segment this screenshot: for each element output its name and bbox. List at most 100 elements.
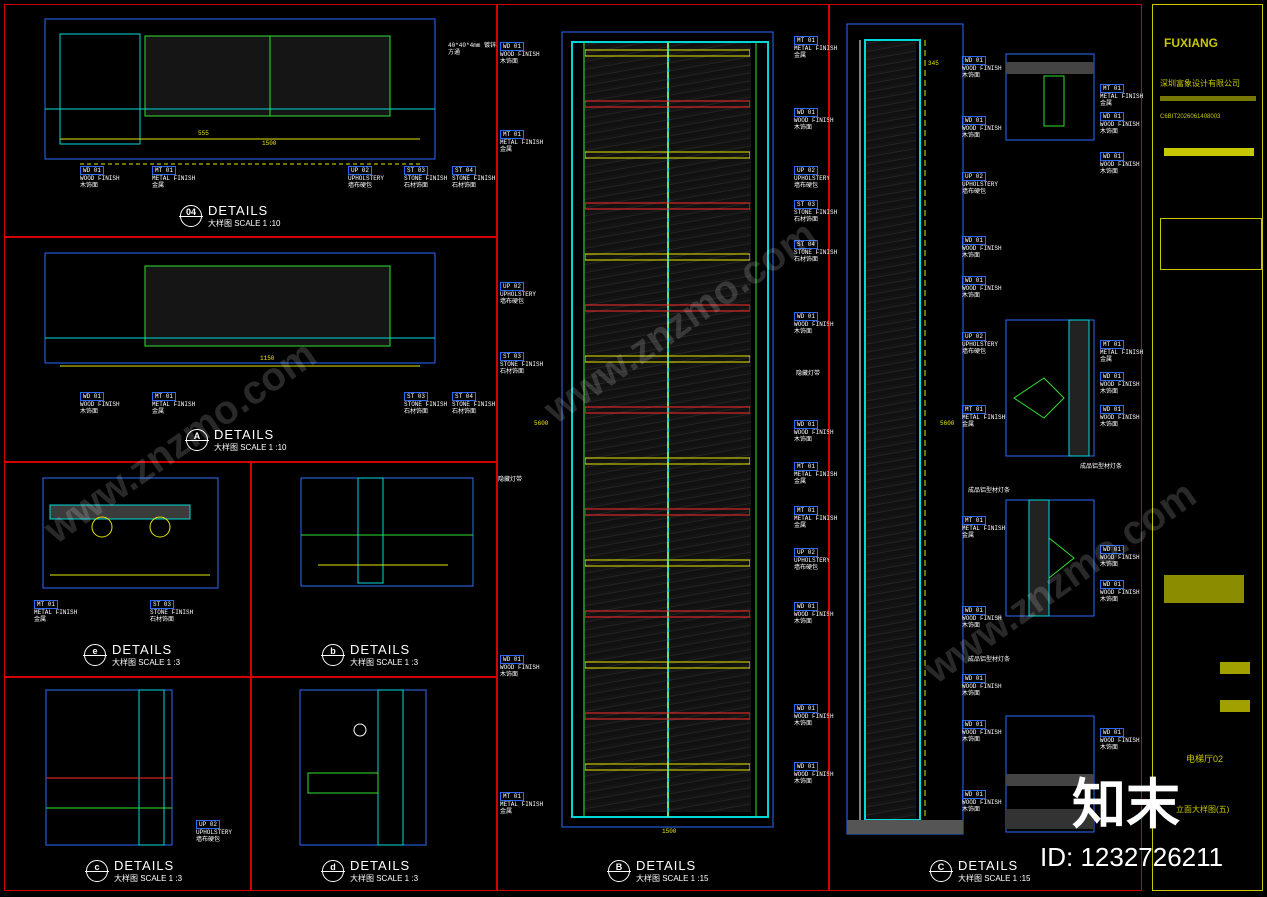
panel-A-badge: A	[185, 429, 209, 451]
panel-C-scale: 大样图 SCALE 1 :15	[958, 874, 1031, 883]
inset-detail-3	[1005, 499, 1095, 617]
rib-line	[585, 202, 750, 210]
company-name: 深圳富象设计有限公司	[1160, 79, 1240, 88]
panel-c-title: c DETAILS 大样图 SCALE 1 :3	[85, 858, 183, 884]
panel-b-scale: 大样图 SCALE 1 :3	[350, 658, 419, 667]
drawing-subtitle: 立面大样图(五)	[1176, 805, 1230, 814]
panel-A-scale: 大样图 SCALE 1 :10	[214, 443, 287, 452]
rib-line	[585, 253, 750, 261]
rib-lines-B	[585, 49, 750, 771]
title-block-stripe	[1160, 96, 1256, 101]
rib-line	[585, 661, 750, 669]
note-hidden-light-right: 隐藏灯带	[796, 370, 821, 377]
panel-b-heading: DETAILS	[350, 642, 411, 657]
rib-line	[585, 508, 750, 516]
panel-d	[251, 677, 497, 891]
panel-e-title: e DETAILS 大样图 SCALE 1 :3	[83, 642, 181, 668]
rib-line	[585, 355, 750, 363]
drawing-name: 电梯厅02	[1186, 754, 1224, 764]
note-hidden-light: 隐藏灯带	[498, 476, 523, 483]
dim-B-5600: 5600	[534, 420, 549, 427]
panel-04-heading: DETAILS	[208, 203, 269, 218]
note-aluminium-light-1: 成品铝型材灯条	[968, 487, 1011, 494]
panel-04-badge: 04	[179, 205, 203, 227]
rib-line	[585, 559, 750, 567]
dim-555: 555	[198, 130, 209, 137]
title-block-field-1	[1164, 148, 1254, 156]
panel-c	[4, 677, 251, 891]
panel-d-badge: d	[321, 860, 345, 882]
dim-B-1500: 1500	[662, 828, 677, 835]
panel-c-badge: c	[85, 860, 109, 882]
watermark-id: ID: 1232726211	[1040, 842, 1224, 872]
panel-d-title: d DETAILS 大样图 SCALE 1 :3	[321, 858, 418, 884]
inset-detail-2	[1005, 319, 1095, 457]
panel-B-badge: B	[607, 860, 631, 882]
panel-b-title: b DETAILS 大样图 SCALE 1 :3	[321, 642, 419, 668]
title-block	[1152, 4, 1263, 891]
section-drawing-A	[44, 252, 436, 367]
note-square-tube: 40*40*4mm 镀锌方通	[448, 42, 497, 56]
panel-04-scale: 大样图 SCALE 1 :10	[208, 219, 281, 228]
section-drawing-b	[300, 477, 474, 587]
title-block-field-2	[1160, 218, 1262, 270]
panel-c-heading: DETAILS	[114, 858, 175, 873]
panel-04	[4, 4, 497, 237]
panel-A-heading: DETAILS	[214, 427, 275, 442]
rib-line	[585, 763, 750, 771]
panel-B-title: B DETAILS 大样图 SCALE 1 :15	[607, 858, 709, 884]
panel-B-scale: 大样图 SCALE 1 :15	[636, 874, 709, 883]
note-aluminium-light-2: 成品铝型材灯条	[968, 656, 1011, 663]
panel-e-badge: e	[83, 644, 107, 666]
brand-logo: FUXIANG	[1164, 36, 1218, 50]
note-aluminium-light-3: 成品铝型材灯条	[1080, 463, 1123, 470]
panel-e-scale: 大样图 SCALE 1 :3	[112, 658, 181, 667]
title-block-field-3	[1164, 575, 1244, 603]
panel-c-scale: 大样图 SCALE 1 :3	[114, 874, 183, 883]
rib-line	[585, 304, 750, 312]
panel-04-title: 04 DETAILS 大样图 SCALE 1 :10	[179, 203, 281, 229]
panel-e	[4, 462, 251, 677]
